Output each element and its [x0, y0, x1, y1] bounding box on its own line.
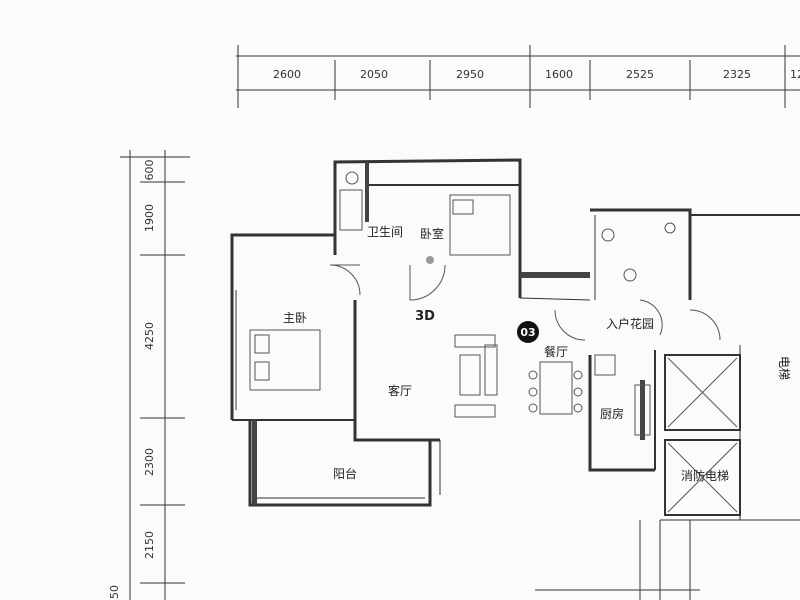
- top-dim-6: 2325: [723, 68, 751, 81]
- top-dim-1: 2600: [273, 68, 301, 81]
- left-dim-5: 2150: [143, 531, 156, 559]
- unit-badge: 03: [517, 321, 539, 343]
- unit-badge-text: 03: [520, 326, 535, 339]
- label-bedroom: 卧室: [420, 226, 444, 241]
- room-labels: 卫生间 卧室 主卧 客厅 餐厅 入户花园 厨房 阳台 消防电梯 电梯: [283, 225, 791, 483]
- ceiling-light-icon: [426, 256, 434, 264]
- label-dining-room: 餐厅: [544, 344, 568, 359]
- top-dimension-chain: 2600 2050 2950 1600 2525 2325 12: [236, 45, 800, 108]
- label-master-bedroom: 主卧: [283, 311, 307, 325]
- left-dim-1: 600: [143, 160, 156, 181]
- left-dim-6: 50: [108, 585, 121, 599]
- label-entrance-garden: 入户花园: [606, 316, 654, 331]
- top-dim-7: 12: [790, 68, 800, 81]
- left-dim-4: 2300: [143, 448, 156, 476]
- left-dimension-chain: 600 1900 4250 2300 2150 50: [108, 150, 190, 600]
- left-dim-3: 4250: [143, 322, 156, 350]
- orientation-mark: 3D: [415, 309, 435, 324]
- label-kitchen: 厨房: [600, 406, 624, 421]
- label-living-room: 客厅: [388, 383, 412, 398]
- furniture: [249, 171, 738, 513]
- wall-hatching: [252, 162, 645, 505]
- label-elevator: 电梯: [777, 356, 791, 380]
- label-balcony: 阳台: [333, 466, 357, 481]
- door-swings: [329, 264, 721, 341]
- label-bathroom: 卫生间: [367, 225, 403, 239]
- top-dim-2: 2050: [360, 68, 388, 81]
- top-dim-3: 2950: [456, 68, 484, 81]
- label-fire-elevator: 消防电梯: [681, 468, 729, 483]
- exterior-walls: [230, 158, 800, 600]
- top-dim-4: 1600: [545, 68, 573, 81]
- top-dim-5: 2525: [626, 68, 654, 81]
- left-dim-2: 1900: [143, 204, 156, 232]
